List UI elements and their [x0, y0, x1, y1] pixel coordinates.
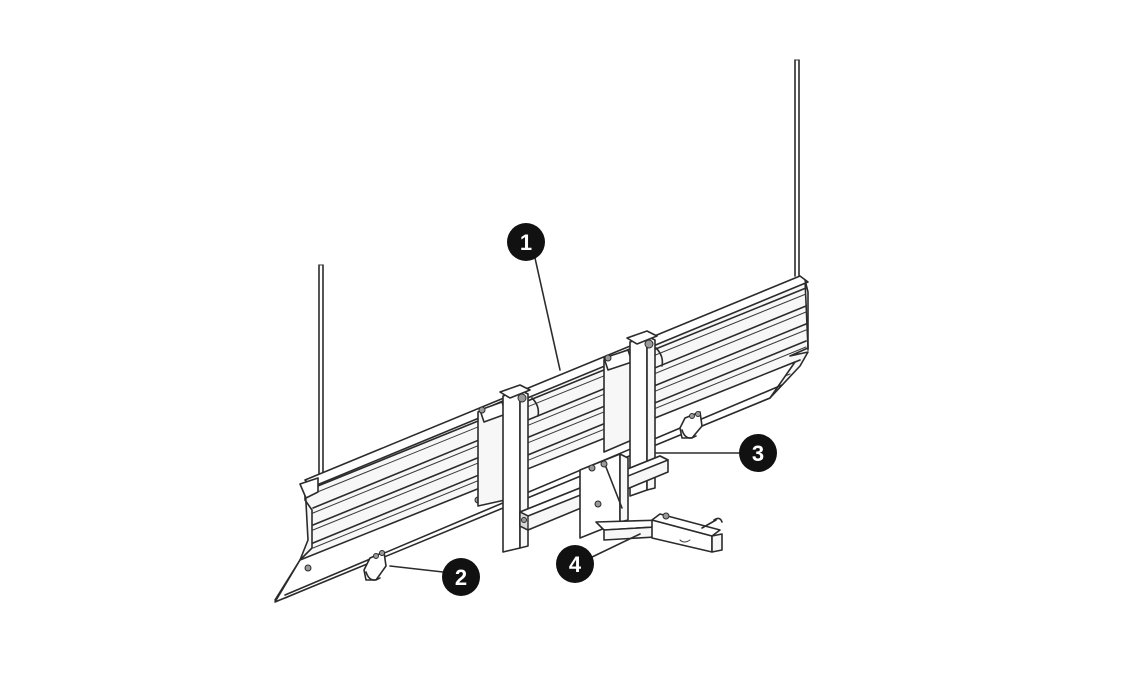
callout-3: 3 [739, 434, 777, 472]
left-marker-rod [318, 264, 324, 479]
leader-lines [389, 257, 741, 573]
callout-3-label: 3 [752, 441, 764, 466]
left-skid-shoe [363, 550, 387, 581]
right-marker-rod [794, 59, 800, 277]
callout-2-label: 2 [455, 565, 467, 590]
callout-2: 2 [442, 558, 480, 596]
callout-1-label: 1 [520, 230, 532, 255]
left-pivot-bracket [477, 397, 540, 507]
callout-4-label: 4 [569, 552, 582, 577]
right-upright-post [626, 330, 658, 497]
leader-line-2 [389, 565, 444, 573]
callout-1: 1 [507, 223, 545, 261]
leader-line-4 [589, 533, 641, 559]
callout-4: 4 [556, 545, 594, 583]
right-skid-shoe [679, 411, 703, 439]
left-upright-post [499, 384, 531, 553]
plow-blade [274, 275, 809, 603]
leader-line-1 [534, 257, 561, 371]
hitch-mount [579, 453, 723, 553]
